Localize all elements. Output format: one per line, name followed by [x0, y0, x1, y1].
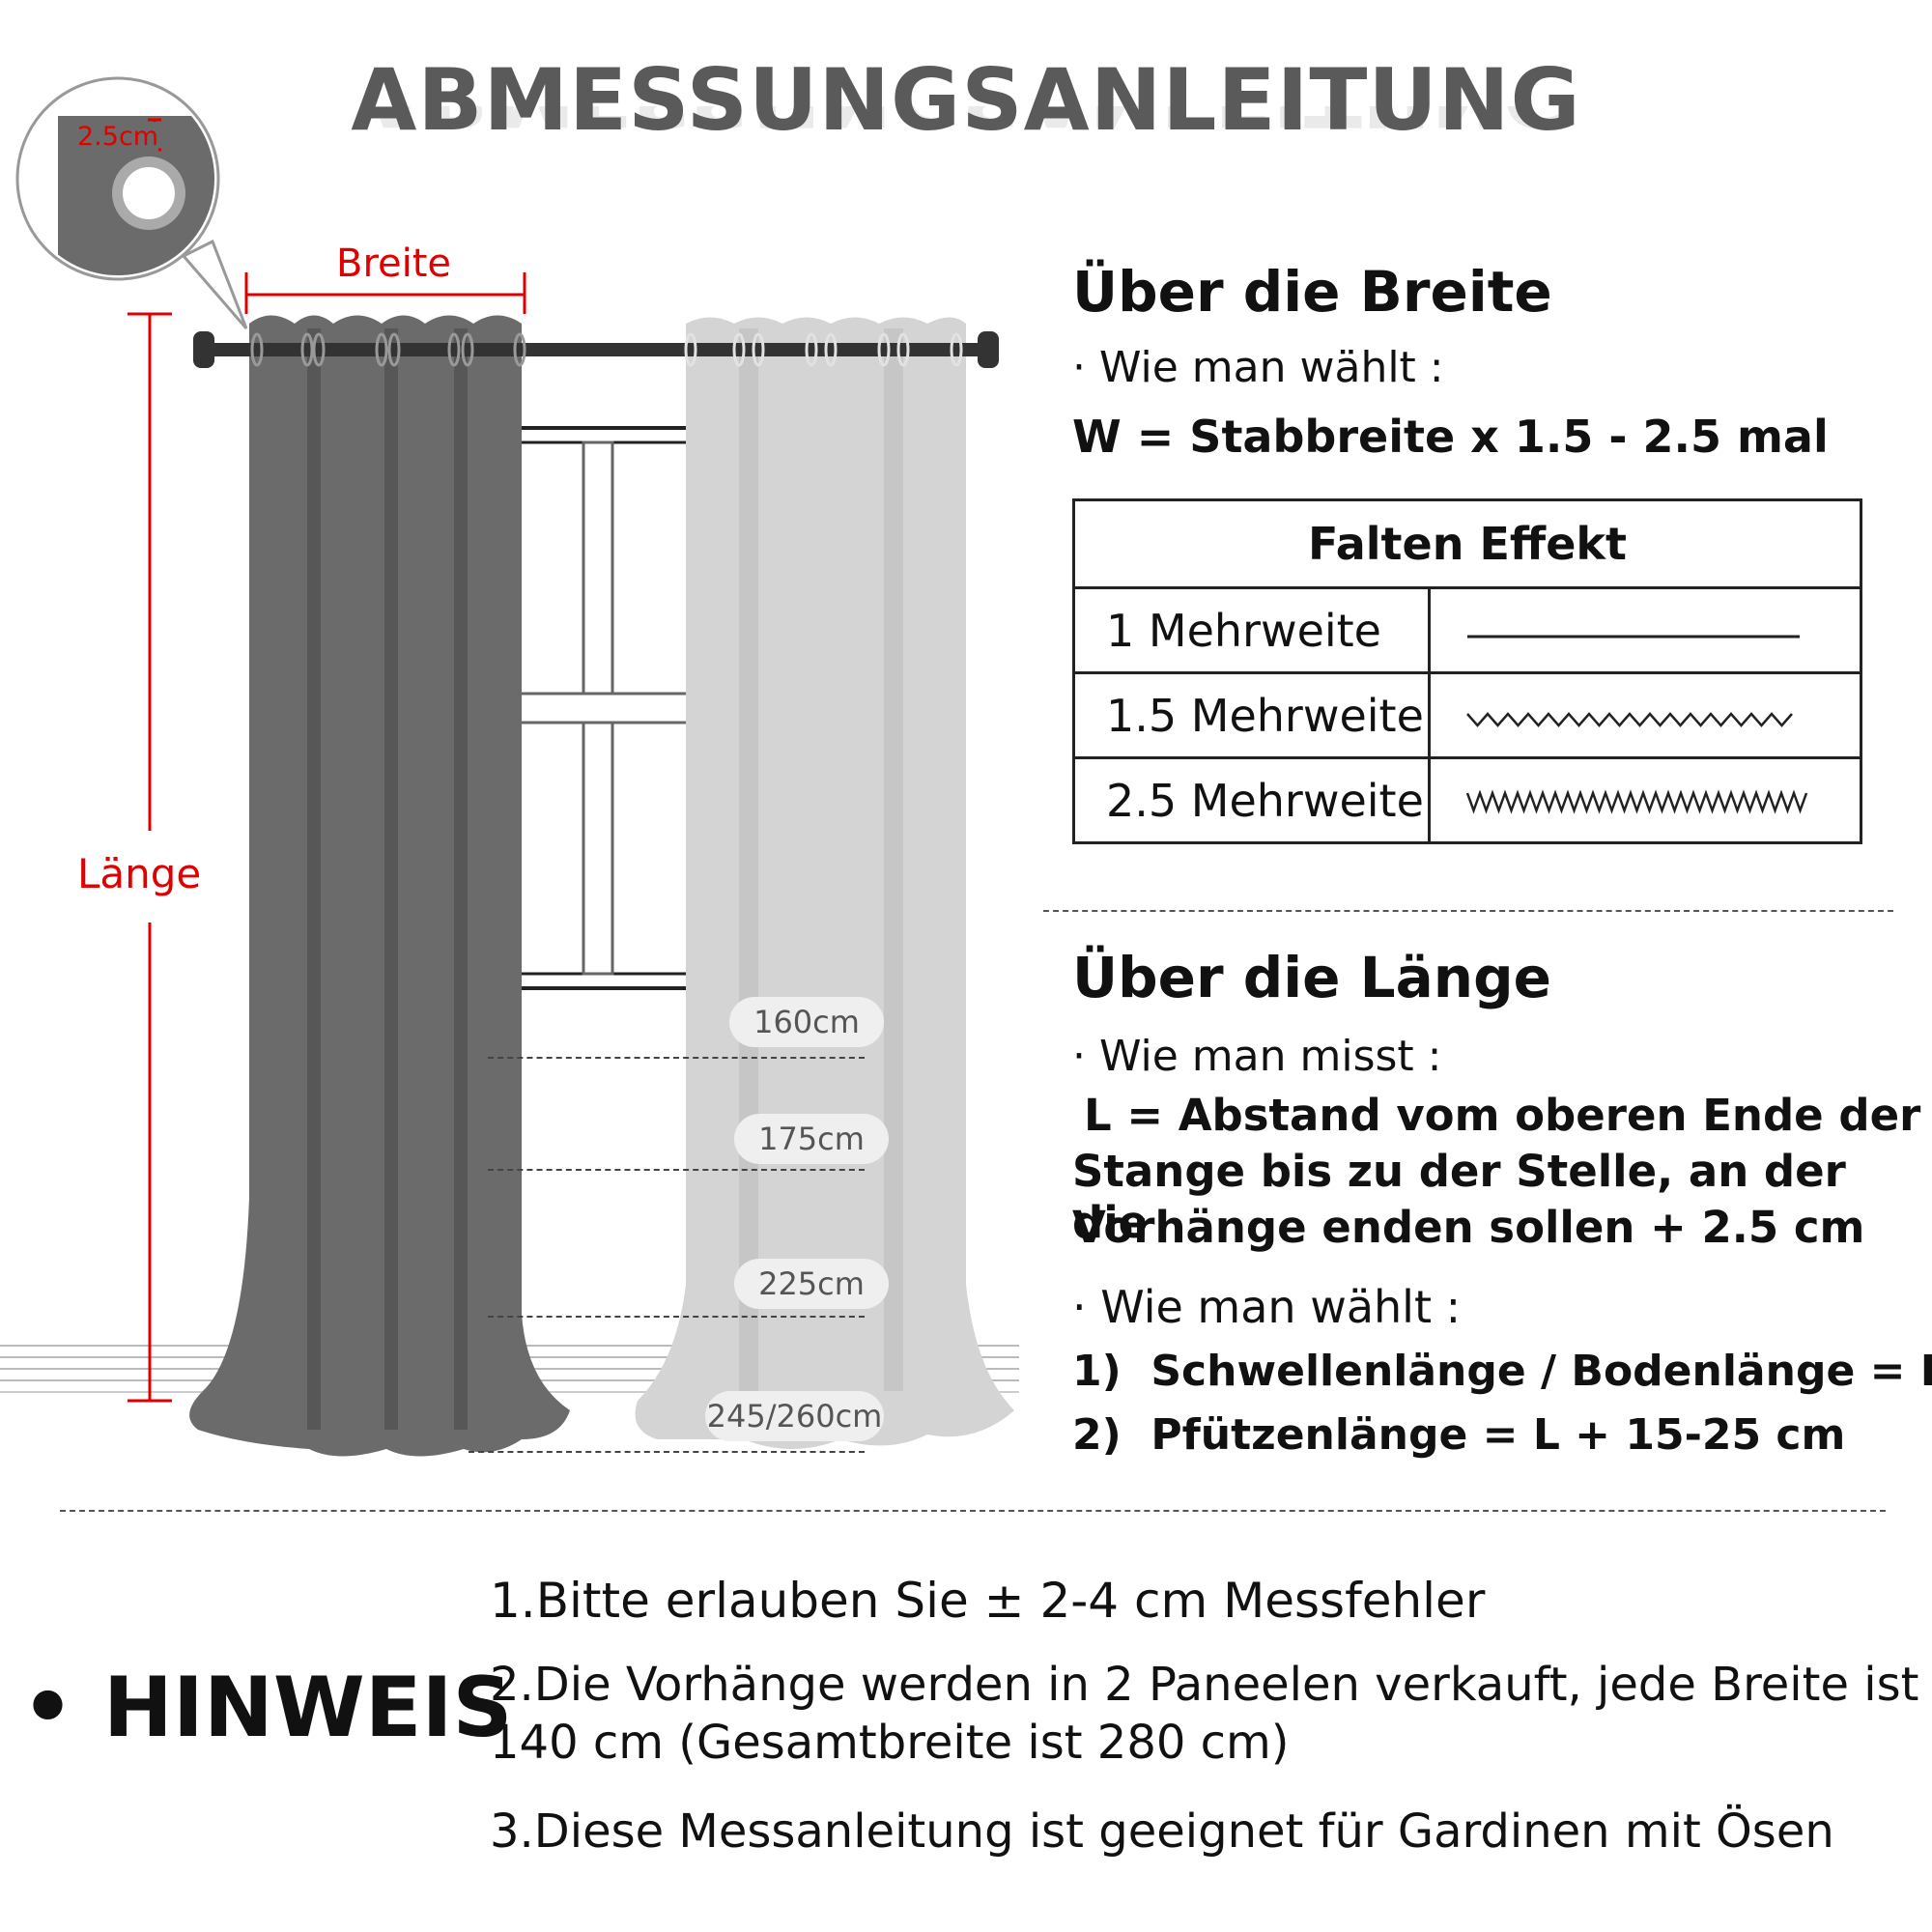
- width-formula: W = Stabbreite x 1.5 - 2.5 mal: [1072, 411, 1829, 463]
- fold-effect-table: Falten Effekt 1 Mehrweite 1.5 Mehrweite …: [1072, 498, 1862, 844]
- marker-label-245: 245/260cm: [705, 1391, 884, 1441]
- width-how-choose: · Wie man wählt :: [1072, 343, 1444, 392]
- table-row: 1 Mehrweite: [1072, 586, 1862, 674]
- note-item-2: 2.Die Vorhänge werden in 2 Paneelen verk…: [490, 1658, 1919, 1712]
- width-dimension: [244, 272, 526, 314]
- fold-zigzag: [1466, 711, 1793, 727]
- section-divider: [1043, 910, 1893, 912]
- length-option-2: 2) Pfützenlänge = L + 15-25 cm: [1072, 1410, 1846, 1460]
- table-header-row: Falten Effekt: [1072, 498, 1862, 589]
- curtain-diagram: [0, 76, 1019, 1457]
- note-item-3: 3.Diese Messanleitung ist geeignet für G…: [490, 1804, 1834, 1859]
- length-formula-line-1: L = Abstand vom oberen Ende der: [1084, 1090, 1921, 1141]
- curtain-light: [635, 317, 1014, 1449]
- length-formula-line-3: Vorhänge enden sollen + 2.5 cm: [1072, 1202, 1865, 1253]
- curtain-dark: [189, 315, 570, 1457]
- grommet-size-label: 2.5cm: [77, 122, 159, 152]
- notes-divider: [60, 1510, 1886, 1512]
- width-heading: Über die Breite: [1072, 259, 1552, 325]
- grommet-rings: [250, 332, 963, 367]
- marker-label-175: 175cm: [734, 1114, 889, 1164]
- row-label: 2.5 Mehrweite: [1072, 756, 1431, 844]
- small-wave-pattern: [1428, 671, 1862, 759]
- row-label: 1 Mehrweite: [1072, 586, 1431, 674]
- dense-wave-pattern: [1428, 756, 1862, 844]
- length-option-1: 1) Schwellenlänge / Bodenlänge = L: [1072, 1347, 1932, 1396]
- table-row: 2.5 Mehrweite: [1072, 756, 1862, 844]
- length-how-choose: · Wie man wählt :: [1072, 1281, 1462, 1333]
- marker-line-245: [469, 1451, 865, 1453]
- length-how-measure: · Wie man misst :: [1072, 1032, 1442, 1081]
- width-label: Breite: [336, 242, 452, 286]
- length-formula-line-2: Stange bis zu der Stelle, an der die: [1072, 1146, 1846, 1248]
- page-title: ABMESSUNGSANLEITUNG: [351, 50, 1581, 150]
- notes-heading: • HINWEIS: [21, 1660, 513, 1756]
- marker-label-225: 225cm: [734, 1259, 889, 1309]
- length-label: Länge: [77, 850, 202, 897]
- fold-zigzag: [1465, 788, 1808, 814]
- length-heading: Über die Länge: [1072, 945, 1551, 1010]
- grommet-magnifier: [15, 76, 248, 329]
- flat-line-pattern: [1428, 586, 1862, 674]
- marker-label-160: 160cm: [729, 997, 884, 1047]
- marker-line-160: [488, 1057, 865, 1059]
- note-item-1: 1.Bitte erlauben Sie ± 2-4 cm Messfehler: [490, 1573, 1486, 1629]
- table-header: Falten Effekt: [1072, 498, 1862, 589]
- marker-line-175: [488, 1169, 865, 1171]
- note-item-2-cont: 140 cm (Gesamtbreite ist 280 cm): [490, 1716, 1290, 1770]
- row-label: 1.5 Mehrweite: [1072, 671, 1431, 759]
- table-row: 1.5 Mehrweite: [1072, 671, 1862, 759]
- marker-line-225: [488, 1316, 865, 1318]
- length-dimension: [128, 312, 172, 1403]
